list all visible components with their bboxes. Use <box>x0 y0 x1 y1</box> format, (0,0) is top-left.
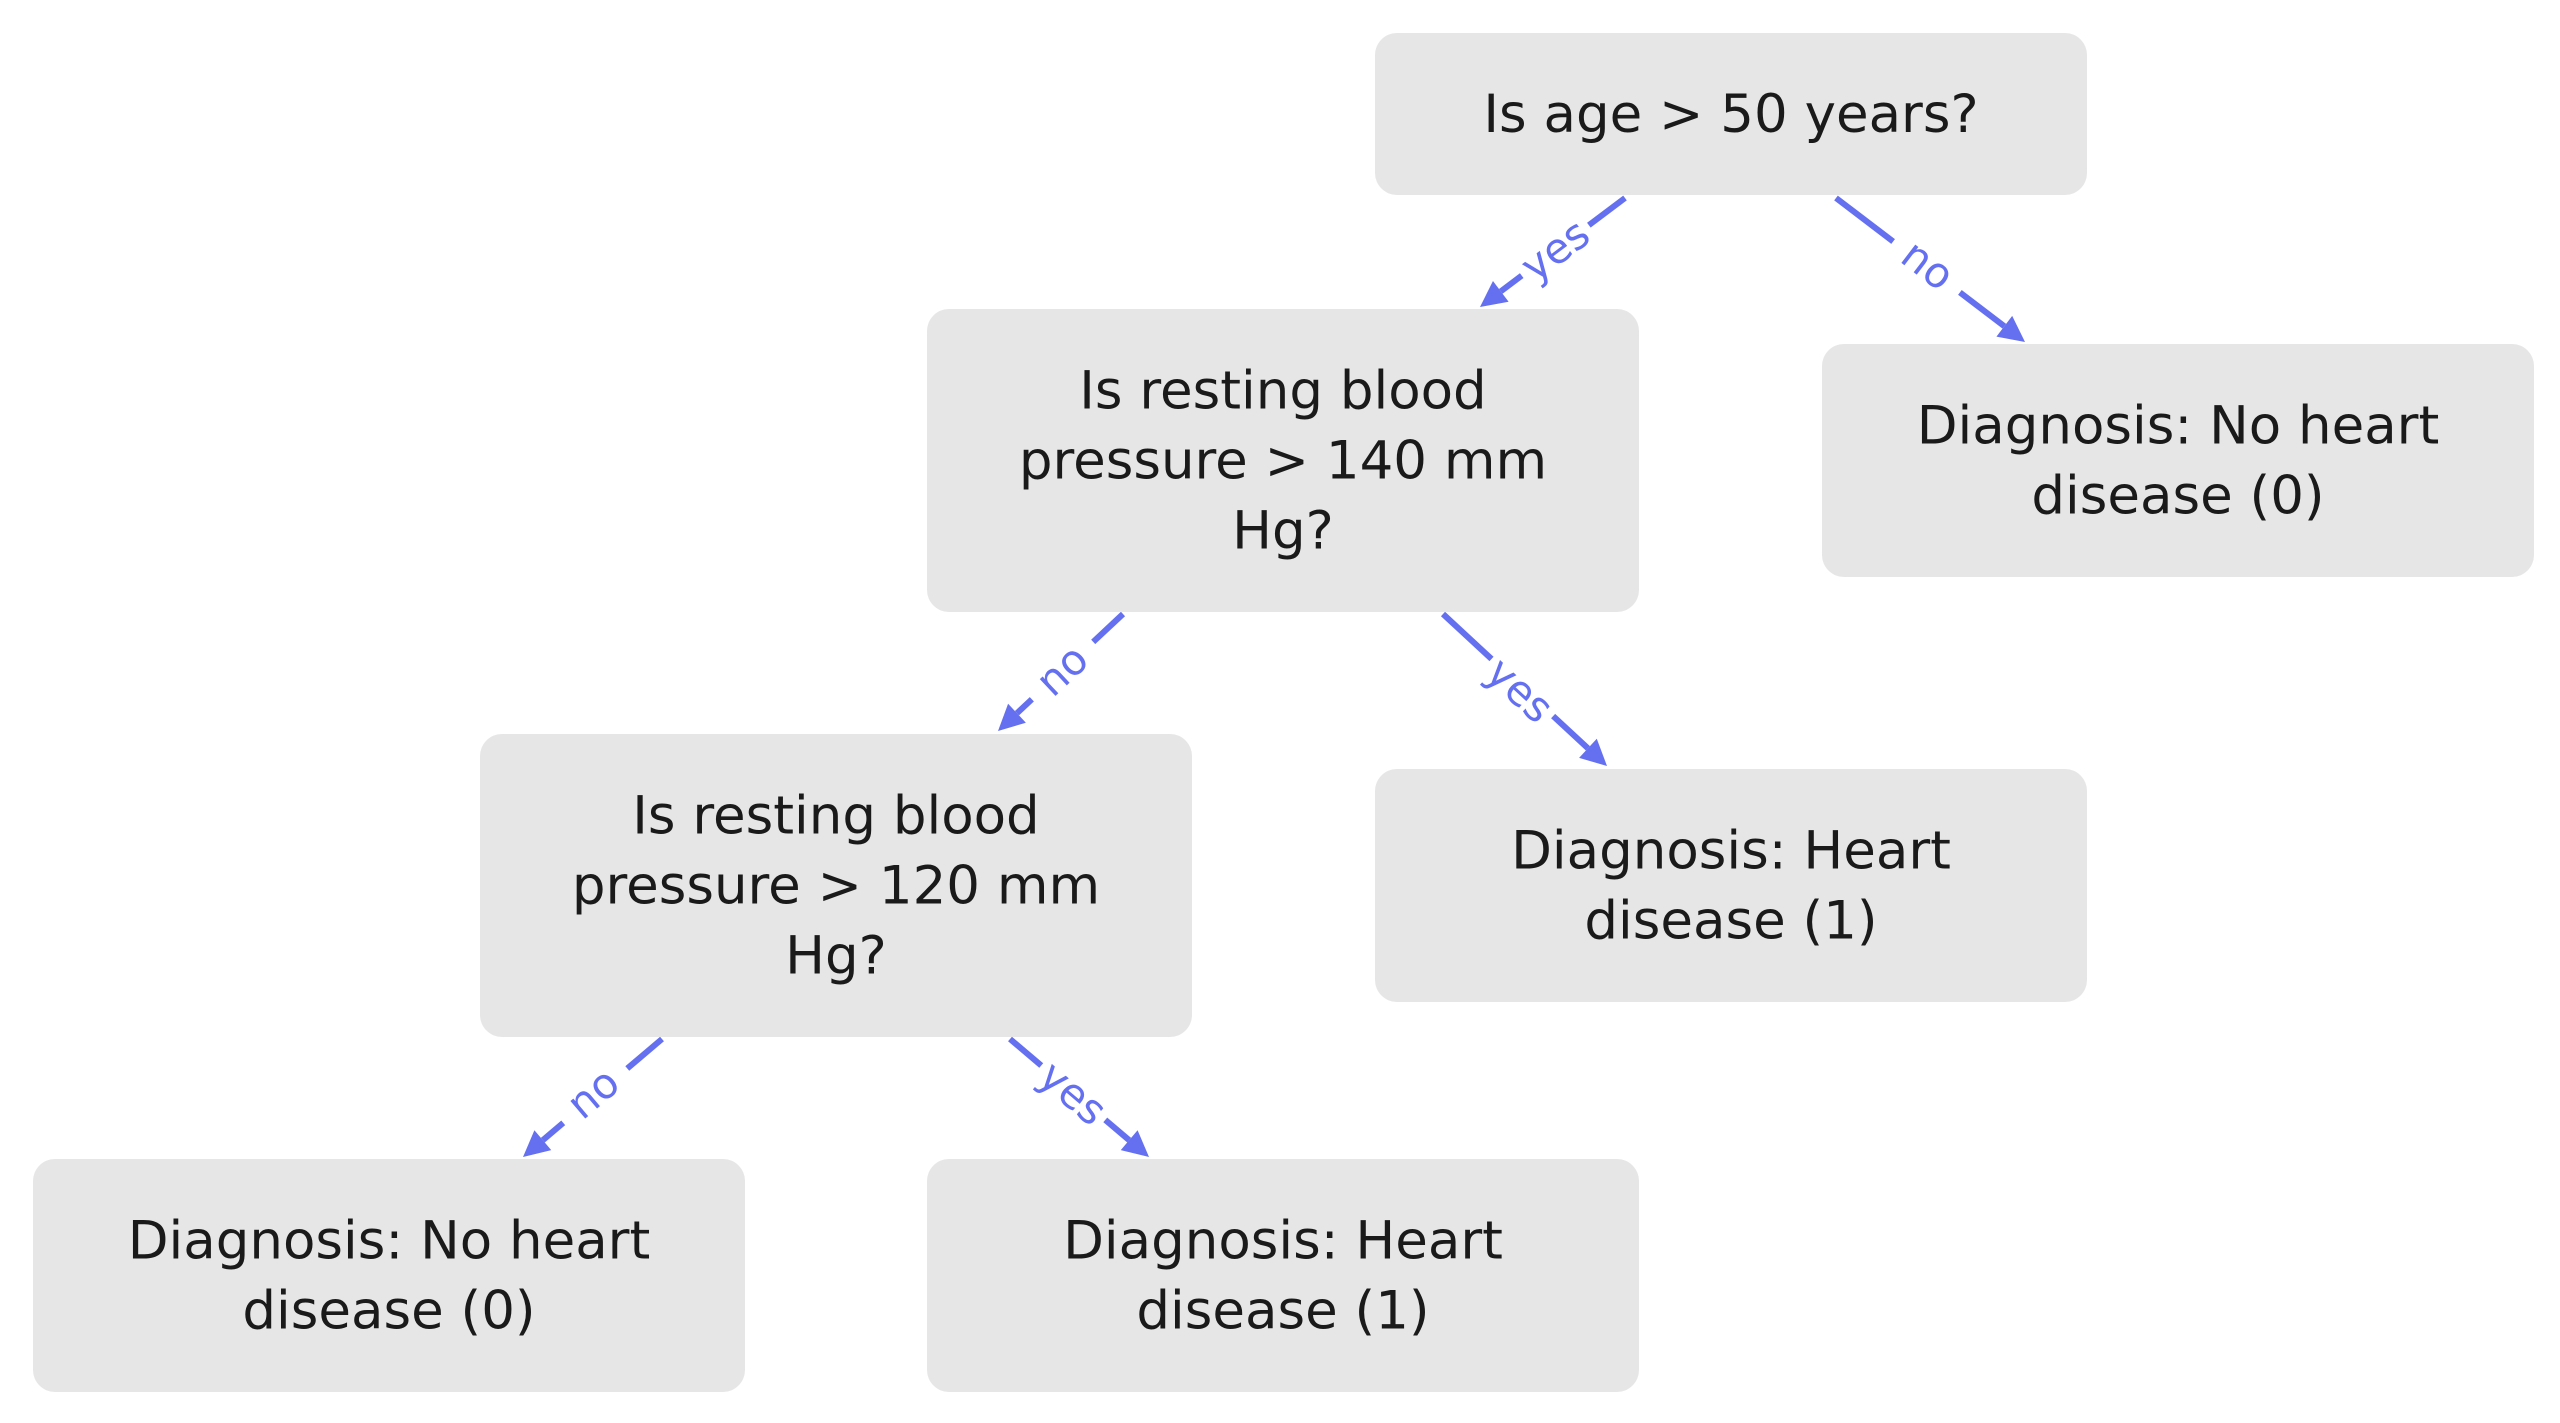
node-box <box>1375 769 2087 1002</box>
node-text-line: disease (0) <box>242 1281 535 1342</box>
node-text-line: Diagnosis: No heart <box>1917 396 2440 457</box>
node-text-line: Is resting blood <box>1079 361 1486 422</box>
arrowhead-icon <box>998 703 1026 731</box>
edge-n2-n4: no <box>998 611 1126 731</box>
node-text-line: pressure > 140 mm <box>1019 431 1547 492</box>
edge-label-background <box>545 1047 641 1139</box>
edge-n2-n5: yes <box>1440 611 1607 766</box>
node-text-line: disease (0) <box>2031 466 2324 527</box>
node-text-line: disease (1) <box>1584 891 1877 952</box>
node-n1: Is age > 50 years? <box>1375 33 2087 195</box>
arrowhead-icon <box>1480 280 1509 307</box>
arrowhead-icon <box>523 1130 552 1157</box>
edge-label-background <box>1025 1047 1121 1139</box>
edge-label-background <box>1014 623 1110 717</box>
arrowhead-icon <box>1579 738 1607 766</box>
node-n2: Is resting blood pressure > 140 mm Hg? <box>927 309 1639 612</box>
node-box <box>927 1159 1639 1392</box>
node-n7: Diagnosis: Heart disease (1) <box>927 1159 1639 1392</box>
node-n5: Diagnosis: Heart disease (1) <box>1375 769 2087 1002</box>
node-text-line: Is age > 50 years? <box>1483 84 1978 145</box>
node-text-line: Diagnosis: Heart <box>1063 1211 1503 1272</box>
edge-n1-n3: no <box>1834 195 2025 342</box>
arrowhead-icon <box>1120 1130 1149 1157</box>
arrowhead-icon <box>1996 315 2025 342</box>
nodes-layer: Is age > 50 years? Is resting blood pressu… <box>33 33 2534 1392</box>
edge-label-background <box>1507 205 1603 295</box>
edge-n1-n2: yes <box>1480 195 1627 307</box>
node-box <box>1375 33 2087 195</box>
node-n4: Is resting blood pressure > 120 mm Hg? <box>480 734 1192 1037</box>
node-text-line: pressure > 120 mm <box>572 856 1100 917</box>
node-n6: Diagnosis: No heart disease (0) <box>33 1159 745 1392</box>
edge-label-background <box>1880 220 1976 310</box>
edge-n4-n7: yes <box>1008 1036 1149 1157</box>
node-box <box>1822 344 2534 577</box>
edge-label-background <box>1472 643 1568 737</box>
node-text-line: disease (1) <box>1136 1281 1429 1342</box>
node-box <box>33 1159 745 1392</box>
node-box <box>927 309 1639 612</box>
edge-n4-n6: no <box>523 1036 664 1157</box>
node-box <box>480 734 1192 1037</box>
node-text-line: Diagnosis: Heart <box>1511 821 1951 882</box>
node-n3: Diagnosis: No heart disease (0) <box>1822 344 2534 577</box>
node-text-line: Diagnosis: No heart <box>128 1211 651 1272</box>
node-text-line: Is resting blood <box>632 786 1039 847</box>
node-text-line: Hg? <box>1232 501 1334 562</box>
node-text-line: Hg? <box>785 926 887 987</box>
